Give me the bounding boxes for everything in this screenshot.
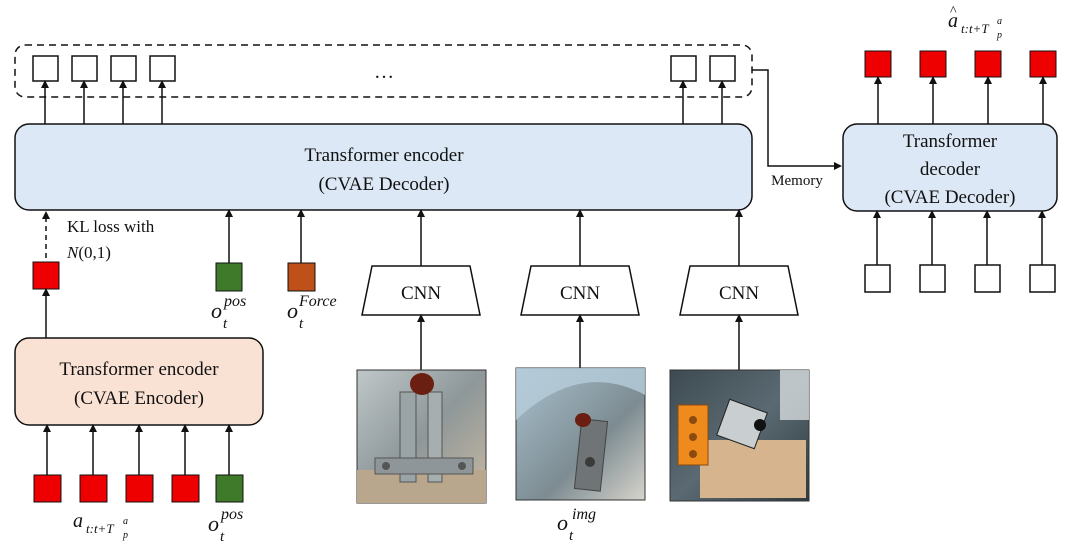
- image-to-cnn-arrows: [417, 314, 743, 370]
- query-token: [864, 264, 891, 293]
- cnn-output-arrows: [417, 209, 743, 266]
- token-row-top: [32, 55, 736, 82]
- query-token: [1029, 264, 1056, 293]
- red-square-icon: [125, 474, 154, 503]
- obs-pos-label-lower: o t pos: [208, 506, 243, 545]
- red-square-icon: [33, 474, 62, 503]
- kl-label-line1: KL loss with: [67, 217, 155, 236]
- camera-image-3: [669, 369, 810, 502]
- output-token: [110, 55, 137, 82]
- cnn-block-3: CNN: [679, 265, 799, 316]
- svg-text:a: a: [948, 10, 958, 32]
- latent-output-group: [14, 44, 753, 98]
- red-square-icon: [919, 50, 947, 78]
- decoder-line2: decoder: [920, 159, 981, 180]
- obs-img-label: o t img: [557, 506, 596, 544]
- obs-pos-sub: t: [220, 529, 225, 545]
- action-out-main: a: [948, 10, 958, 32]
- query-token: [919, 264, 946, 293]
- cnn-label: CNN: [719, 283, 759, 304]
- action-out-sup2: a: [997, 16, 1002, 27]
- encoder-cvae-subtitle: (CVAE Encoder): [74, 388, 204, 409]
- obs-img-sub: t: [569, 528, 574, 544]
- action-out-sub: t:t+T: [961, 21, 989, 36]
- obs-force-main: o: [287, 298, 298, 323]
- kl-normal-args: (0,1): [78, 243, 111, 262]
- orange-square-icon: [287, 262, 316, 292]
- action-in-main: a: [73, 510, 83, 532]
- red-square-icon: [79, 474, 108, 503]
- obs-pos-sup: pos: [220, 506, 243, 523]
- red-square-icon: [864, 50, 892, 78]
- kl-normal-symbol: N: [66, 243, 80, 262]
- ellipsis: …: [374, 61, 394, 83]
- action-out-sub2: p: [996, 30, 1002, 41]
- decoder-line1: Transformer: [903, 131, 998, 152]
- action-out-hat: ^: [950, 4, 957, 19]
- obs-force-sub: t: [299, 316, 304, 332]
- action-in-sup2: a: [123, 516, 128, 527]
- cnn-label: CNN: [560, 283, 600, 304]
- green-square-icon: [215, 474, 244, 503]
- camera-image-1: [356, 369, 487, 504]
- encoder-top-subtitle: (CVAE Decoder): [318, 174, 449, 195]
- green-square-icon: [215, 262, 243, 292]
- decoder-line3: (CVAE Decoder): [884, 187, 1015, 208]
- transformer-encoder-cvae-decoder: [14, 123, 753, 211]
- action-in-sub: t:t+T: [86, 521, 114, 536]
- output-token: [32, 55, 59, 82]
- transformer-encoder-cvae-encoder: [14, 337, 264, 426]
- decoder-input-arrows: [873, 210, 1046, 265]
- action-in-sub2: p: [122, 530, 128, 541]
- cnn-label: CNN: [401, 283, 441, 304]
- red-square-icon: [171, 474, 200, 503]
- encoder-output-arrows: [41, 80, 726, 124]
- cnn-block-2: CNN: [520, 265, 640, 316]
- output-token: [149, 55, 176, 82]
- obs-pos-main: o: [211, 298, 222, 323]
- red-square-icon: [974, 50, 1002, 78]
- obs-img-sup: img: [572, 506, 596, 523]
- output-token: [670, 55, 697, 82]
- cnn-block-1: CNN: [361, 265, 481, 316]
- cvae-encoder-input-tokens: [33, 474, 244, 503]
- memory-label: Memory: [771, 173, 823, 189]
- obs-force-label: o t Force: [287, 293, 337, 332]
- obs-pos-label: o t pos: [211, 293, 246, 332]
- output-token: [709, 55, 736, 82]
- obs-pos-main: o: [208, 511, 219, 536]
- red-square-icon: [1029, 50, 1057, 78]
- decoder-input-tokens: [864, 264, 1056, 293]
- obs-force-sup: Force: [298, 293, 337, 310]
- query-token: [974, 264, 1001, 293]
- obs-img-main: o: [557, 510, 568, 535]
- kl-label-line2: N(0,1): [66, 243, 111, 262]
- decoder-output-tokens: [864, 50, 1057, 78]
- decoder-output-arrows: [874, 76, 1047, 124]
- camera-image-2: [515, 367, 646, 501]
- action-input-label: a t:t+T p a: [73, 510, 128, 541]
- encoder-top-title: Transformer encoder: [304, 145, 464, 166]
- obs-pos-sub: t: [223, 316, 228, 332]
- action-output-label: a ^ t:t+T p a: [948, 4, 1002, 41]
- memory-connector: [752, 69, 842, 170]
- red-square-icon: [32, 261, 60, 290]
- transformer-decoder: [842, 123, 1058, 212]
- encoder-cvae-title: Transformer encoder: [59, 359, 219, 380]
- obs-pos-sup: pos: [223, 293, 246, 310]
- cvae-encoder-input-arrows: [43, 424, 233, 475]
- output-token: [71, 55, 98, 82]
